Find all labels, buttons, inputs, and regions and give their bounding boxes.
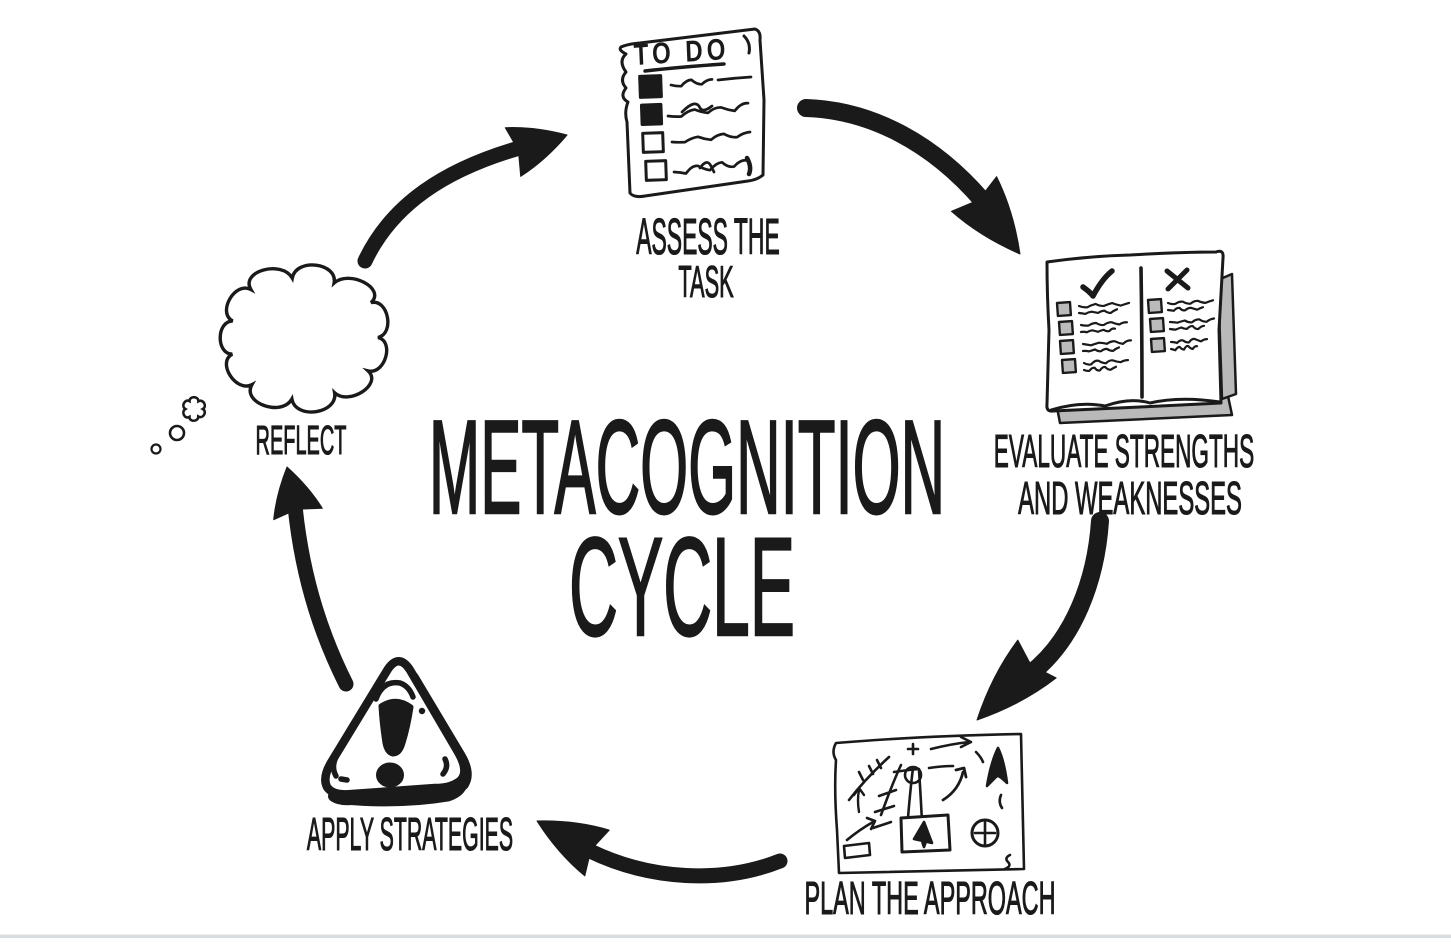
svg-text:EVALUATE STRENGTHS: EVALUATE STRENGTHS [994,425,1254,477]
svg-text:AND WEAKNESSES: AND WEAKNESSES [1018,473,1242,525]
svg-text:PLAN THE APPROACH: PLAN THE APPROACH [804,872,1055,924]
svg-text:CYCLE: CYCLE [569,509,795,666]
svg-text:METACOGNITION: METACOGNITION [429,392,945,541]
svg-text:REFLECT: REFLECT [256,417,347,463]
svg-text:TASK: TASK [678,258,734,308]
svg-text:ASSESS THE: ASSESS THE [636,209,780,266]
svg-text:APPLY STRATEGIES: APPLY STRATEGIES [307,808,513,861]
